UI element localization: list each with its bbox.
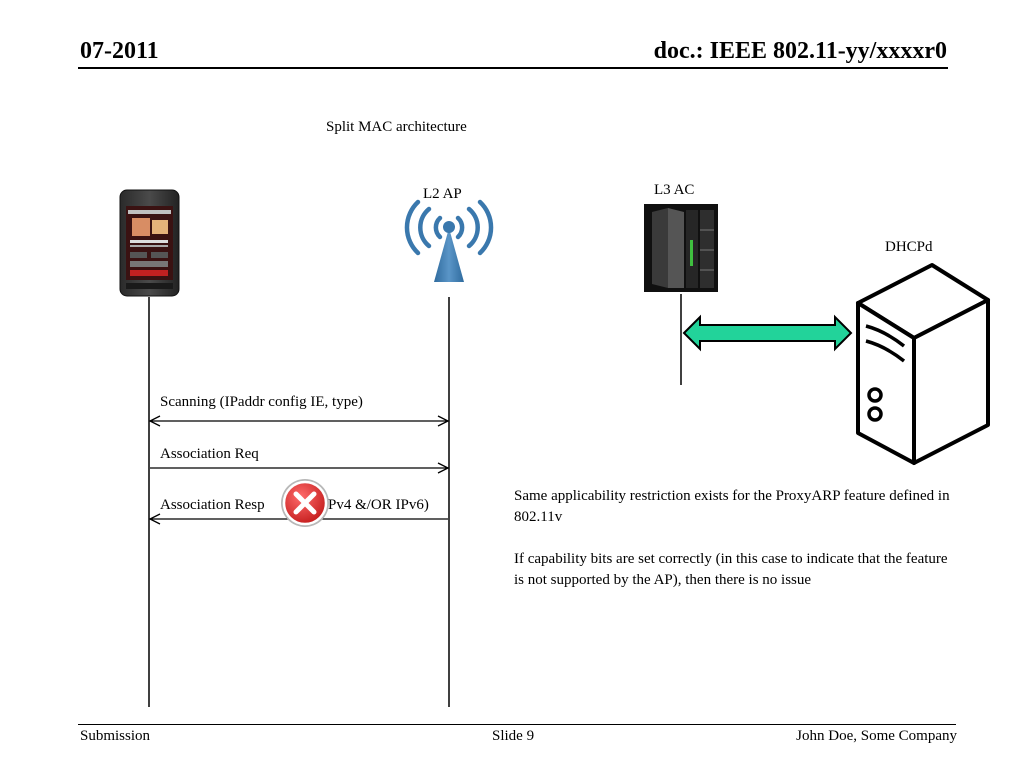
server-tower-icon	[856, 263, 990, 465]
message-label-association-resp-suffix: Pv4 &/OR IPv6)	[328, 497, 429, 513]
message-arrow-scanning	[148, 415, 450, 427]
ap-label: L2 AP	[423, 186, 462, 202]
message-label-association-resp: Association Resp	[160, 497, 265, 513]
footer-submission: Submission	[80, 728, 151, 744]
wireless-antenna-icon	[404, 199, 494, 282]
header-date: 07-2011	[80, 38, 159, 64]
server-rack-icon	[644, 204, 718, 292]
ac-label: L3 AC	[654, 182, 695, 198]
footer-author: John Doe, Some Company	[796, 728, 957, 744]
blocked-x-icon	[281, 479, 329, 527]
message-arrow-association-req	[150, 462, 450, 474]
message-label-scanning: Scanning (IPaddr config IE, type)	[160, 394, 363, 410]
note-capability-bits: If capability bits are set correctly (in…	[514, 551, 948, 588]
footer-divider	[78, 724, 956, 725]
note-proxyarp: Same applicability restriction exists fo…	[514, 488, 950, 525]
message-label-association-req: Association Req	[160, 446, 259, 462]
ac-dhcp-link-arrow	[682, 314, 853, 352]
footer-slide-number: Slide 9	[492, 728, 535, 744]
header-doc-id: doc.: IEEE 802.11-yy/xxxxr0	[653, 38, 947, 64]
diagram-title: Split MAC architecture	[326, 119, 467, 135]
smartphone-icon	[119, 189, 180, 297]
dhcp-label: DHCPd	[885, 239, 933, 255]
header-divider	[78, 67, 948, 69]
